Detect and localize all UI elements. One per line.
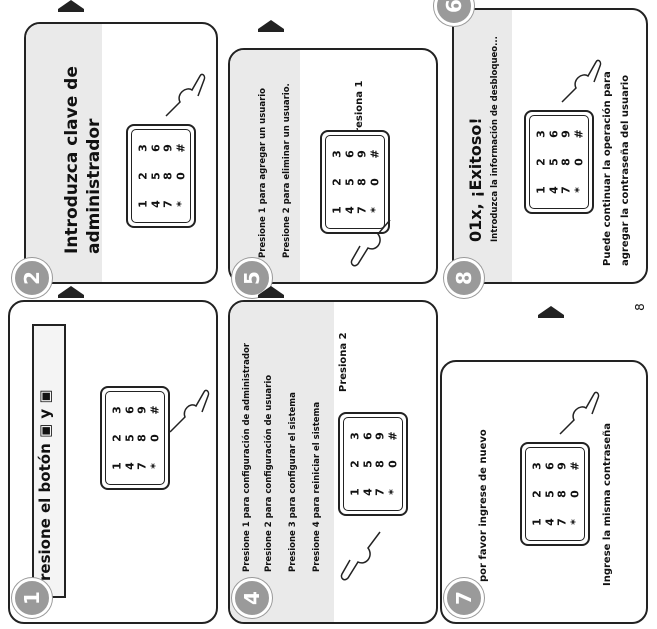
- panel-8-title: 01x, ¡Exitoso!: [466, 117, 485, 242]
- hand-icon: [552, 372, 602, 442]
- panel-7-title: por favor ingrese de nuevo: [478, 429, 489, 582]
- step-number-1: 1: [12, 578, 52, 618]
- panel-step-5: Presione 1 para agregar un usuario Presi…: [228, 48, 438, 284]
- hand-icon: [160, 372, 210, 442]
- flow-arrow: [258, 286, 284, 295]
- panel-2-title-line2: administrador: [84, 119, 104, 254]
- panel-4-line-1: Presione 1 para configuración de adminis…: [242, 343, 252, 572]
- step-number-7: 7: [444, 578, 484, 618]
- panel-4-line-2: Presione 2 para configuración de usuario: [264, 375, 274, 572]
- lock-icon: ▣: [36, 424, 54, 438]
- flow-arrow: [58, 0, 84, 9]
- panel-5-line-1: Presione 1 para agregar un usuario: [258, 88, 268, 258]
- panel-4-line-4: Presione 4 para reiniciar el sistema: [312, 402, 322, 572]
- panel-4-callout: Presiona 2: [338, 332, 349, 392]
- panel-7-caption: Ingrese la misma contraseña: [602, 423, 613, 586]
- flow-arrow: [58, 286, 84, 295]
- lock-icon: ▣: [36, 389, 54, 403]
- hand-icon: [330, 522, 390, 602]
- page-number: 8: [633, 303, 647, 311]
- step-number-2: 2: [12, 258, 52, 298]
- hand-icon: [554, 40, 604, 110]
- step-number-4: 4: [232, 578, 272, 618]
- panel-2-title-line1: Introduzca clave de: [62, 66, 82, 254]
- panel-8-caption-line1: Puede continuar la operación para: [602, 71, 613, 266]
- panel-4-line-3: Presione 3 para configurar el sistema: [288, 392, 298, 572]
- hand-icon: [158, 54, 208, 124]
- step-number-8: 8: [444, 258, 484, 298]
- panel-step-8: 01x, ¡Exitoso! Introduzca la información…: [452, 8, 648, 284]
- flow-arrow: [258, 20, 284, 29]
- panel-1-title: Presione el botón ▣ y ▣: [36, 389, 54, 592]
- panel-8-subtitle: Introduzca la información de desbloqueo.…: [490, 36, 500, 242]
- panel-5-line-2: Presione 2 para eliminar un usuario.: [282, 83, 292, 258]
- hand-icon: [340, 210, 400, 280]
- panel-step-4: Presione 1 para configuración de adminis…: [228, 300, 438, 624]
- panel-8-caption-line2: agregar la contraseña del usuario: [620, 75, 631, 266]
- flow-arrow: [538, 306, 564, 315]
